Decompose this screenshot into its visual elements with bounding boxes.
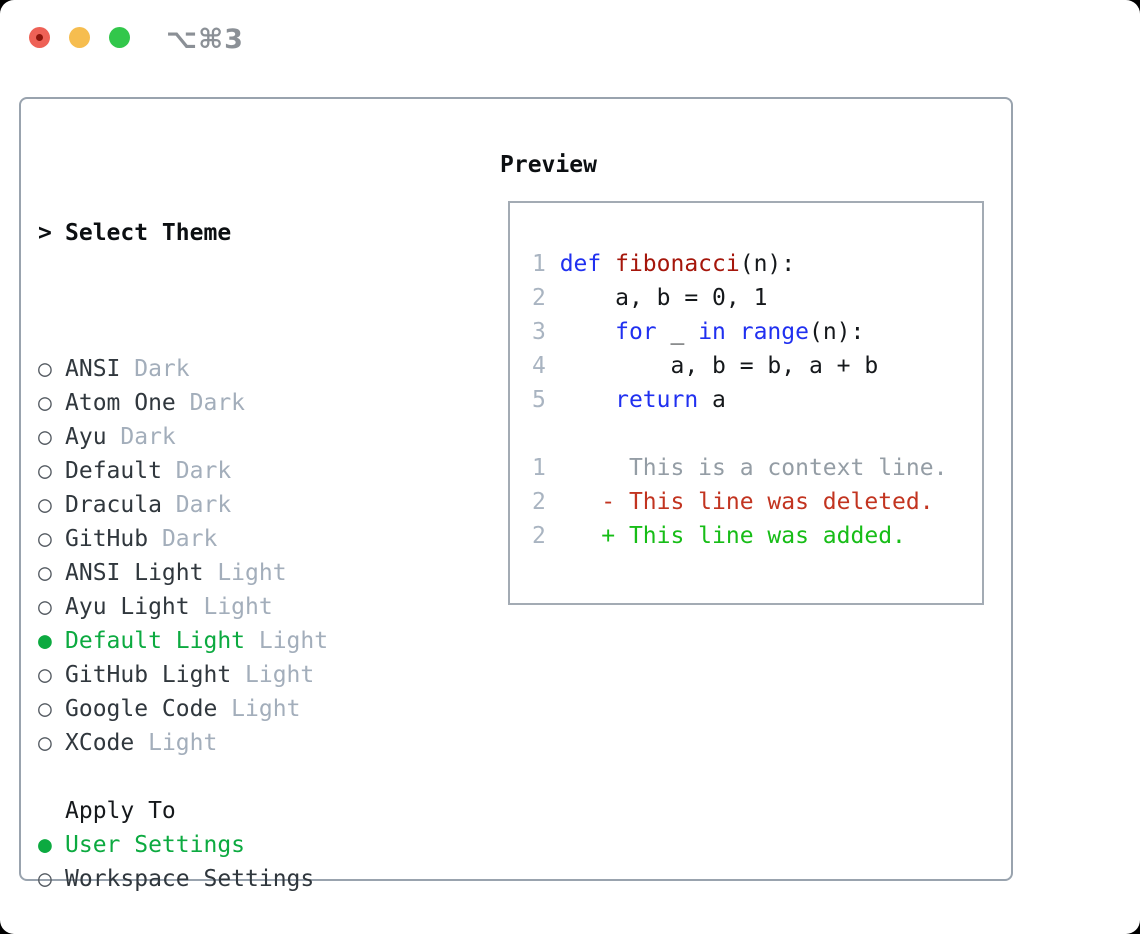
apply-option-label: Workspace Settings [65, 866, 315, 892]
theme-name: Google Code [65, 696, 218, 722]
preview-box: 1 def fibonacci(n): 2 a, b = 0, 1 3 for _ … [508, 201, 984, 605]
code-line: 2 - This line was deleted. [532, 489, 934, 515]
radio-icon: ○ [38, 696, 52, 722]
theme-variant-label: Light [203, 560, 287, 586]
theme-item-github-dark[interactable]: ○ GitHub Dark [38, 522, 426, 556]
theme-name: GitHub [65, 526, 149, 552]
theme-item-atom-one-dark[interactable]: ○ Atom One Dark [38, 386, 426, 420]
theme-variant-label: Light [217, 696, 301, 722]
code-line: 4 a, b = b, a + b [532, 353, 879, 379]
radio-selected-icon: ● [38, 832, 52, 858]
theme-item-dracula-dark[interactable]: ○ Dracula Dark [38, 488, 426, 522]
code-line: 1 This is a context line. [532, 455, 948, 481]
theme-variant-label: Dark [148, 526, 218, 552]
radio-icon: ○ [38, 730, 52, 756]
apply-option-label: User Settings [65, 832, 246, 858]
radio-icon: ○ [38, 526, 52, 552]
theme-name: ANSI Light [65, 560, 204, 586]
apply-option-user-settings[interactable]: ● User Settings [38, 828, 426, 862]
radio-icon: ○ [38, 390, 52, 416]
theme-variant-label: Dark [106, 424, 176, 450]
theme-variant-label: Light [134, 730, 218, 756]
theme-variant-label: Dark [161, 458, 232, 484]
code-line: 2 a, b = 0, 1 [532, 285, 768, 311]
code-line: 5 return a [532, 387, 726, 413]
code-line [532, 417, 947, 451]
radio-icon: ○ [38, 424, 52, 450]
theme-item-ansi-dark[interactable]: ○ ANSI Dark [38, 352, 426, 386]
radio-icon: ○ [38, 560, 52, 586]
radio-icon: ○ [38, 356, 52, 382]
radio-icon: ○ [38, 594, 52, 620]
theme-item-ayu-dark[interactable]: ○ Ayu Dark [38, 420, 426, 454]
theme-variant-label: Light [245, 628, 329, 654]
theme-name: Ayu [65, 424, 107, 450]
window-shortcut-label: ⌥⌘3 [166, 24, 244, 55]
theme-name: Default [65, 458, 162, 484]
apply-option-workspace-settings[interactable]: ○ Workspace Settings [38, 862, 426, 896]
theme-name: ANSI [65, 356, 121, 382]
theme-name: GitHub Light [65, 662, 232, 688]
theme-list: > Select Theme ○ ANSI Dark ○ Atom One Dark ○ A… [38, 148, 426, 934]
radio-icon: ○ [38, 492, 52, 518]
preview-title: Preview [500, 152, 597, 178]
code-line: 1 def fibonacci(n): [532, 251, 796, 277]
prompt-icon: > [38, 220, 52, 246]
minimize-button[interactable] [69, 27, 90, 48]
theme-item-google-code-light[interactable]: ○ Google Code Light [38, 692, 426, 726]
close-button[interactable] [29, 27, 50, 48]
theme-variant-label: Light [231, 662, 315, 688]
radio-icon: ○ [38, 458, 52, 484]
apply-to-header: Apply To [38, 794, 426, 828]
select-theme-header: > Select Theme [38, 216, 426, 250]
theme-item-xcode-light[interactable]: ○ XCode Light [38, 726, 426, 760]
theme-name: XCode [65, 730, 135, 756]
theme-item-ayu-light-light[interactable]: ○ Ayu Light Light [38, 590, 426, 624]
theme-item-default-light-light[interactable]: ● Default Light Light [38, 624, 426, 658]
theme-item-ansi-light-light[interactable]: ○ ANSI Light Light [38, 556, 426, 590]
select-theme-title: Select Theme [65, 220, 232, 246]
code-line: 3 for _ in range(n): [532, 319, 865, 345]
theme-name: Default Light [65, 628, 246, 654]
theme-item-default-dark[interactable]: ○ Default Dark [38, 454, 426, 488]
preview-code: 1 def fibonacci(n): 2 a, b = 0, 1 3 for _ … [532, 247, 947, 553]
theme-name: Atom One [65, 390, 176, 416]
theme-name: Dracula [65, 492, 162, 518]
hint-text: (Use Enter to select, Tab to [38, 930, 426, 934]
theme-variant-label: Dark [175, 390, 246, 416]
theme-variant-label: Dark [161, 492, 232, 518]
apply-to-title: Apply To [65, 798, 176, 824]
theme-variant-label: Light [189, 594, 273, 620]
theme-item-github-light-light[interactable]: ○ GitHub Light Light [38, 658, 426, 692]
radio-icon: ○ [38, 866, 52, 892]
radio-selected-icon: ● [38, 628, 52, 654]
theme-name: Ayu Light [65, 594, 190, 620]
radio-icon: ○ [38, 662, 52, 688]
code-line: 2 + This line was added. [532, 523, 906, 549]
theme-variant-label: Dark [120, 356, 190, 382]
title-bar: ⌥⌘3 [0, 0, 1140, 76]
zoom-button[interactable] [109, 27, 130, 48]
